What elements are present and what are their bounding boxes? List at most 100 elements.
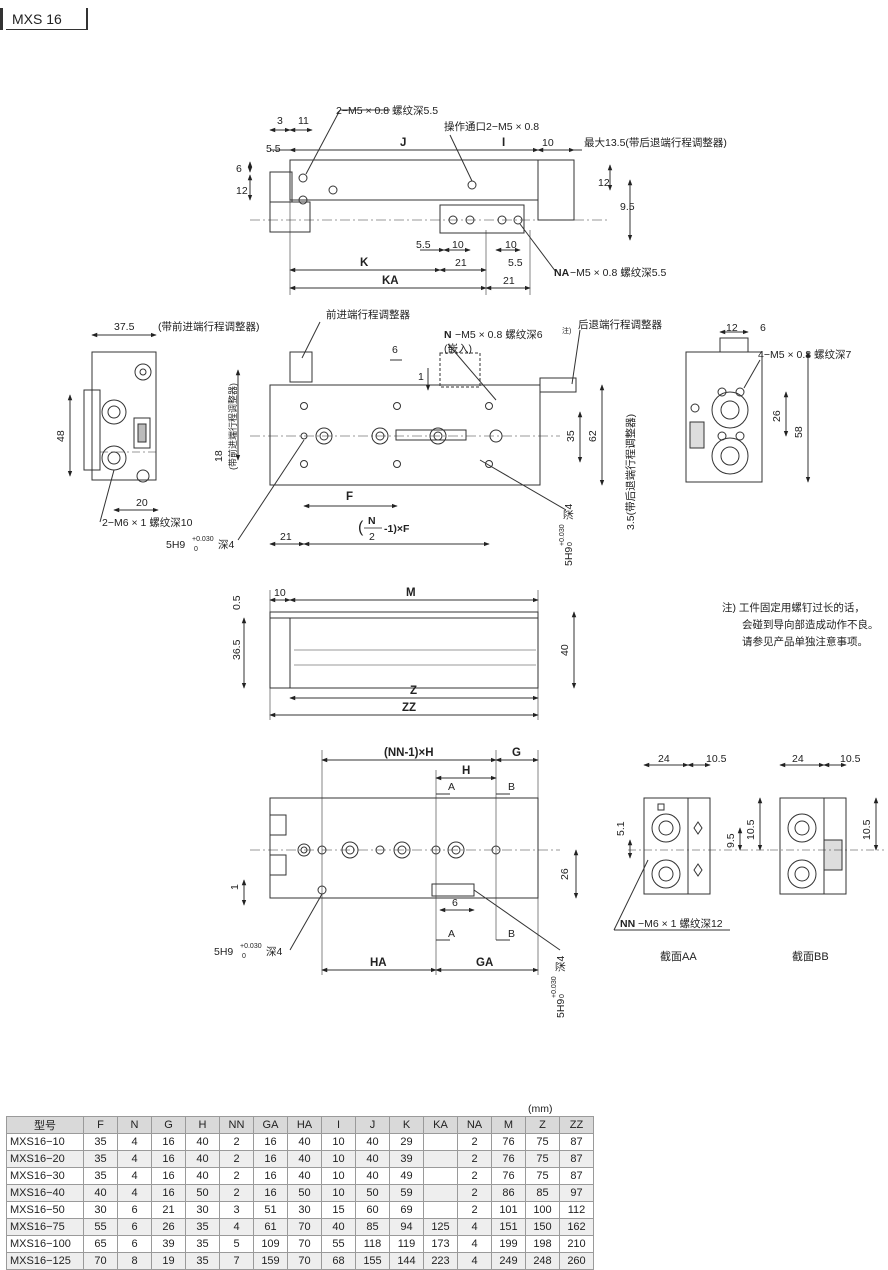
table-cell: 85 — [525, 1184, 560, 1202]
table-cell: 40 — [355, 1150, 390, 1168]
table-cell: 86 — [491, 1184, 526, 1202]
table-cell: 10 — [321, 1167, 356, 1185]
table-cell: 50 — [185, 1184, 220, 1202]
svg-text:2−M6 × 1 螺纹深10: 2−M6 × 1 螺纹深10 — [102, 516, 193, 529]
note-line: 注) 工件固定用螺钉过长的话， — [722, 602, 865, 614]
svg-text:Z: Z — [410, 685, 417, 697]
svg-text:注): 注) — [562, 326, 571, 335]
side-view-labels: 0.5 10 M 36.5 40 Z ZZ — [231, 587, 571, 714]
svg-text:最大13.5(带后退端行程调整器): 最大13.5(带后退端行程调整器) — [584, 136, 727, 149]
svg-text:62: 62 — [587, 430, 599, 442]
svg-text:0: 0 — [242, 953, 246, 960]
table-cell: 30 — [287, 1201, 322, 1219]
table-cell: 2 — [457, 1184, 492, 1202]
svg-text:ZZ: ZZ — [402, 702, 416, 714]
table-cell: 26 — [151, 1218, 186, 1236]
table-cell: 2 — [457, 1167, 492, 1185]
table-cell: 35 — [185, 1252, 220, 1270]
table-cell: 40 — [185, 1150, 220, 1168]
col-header: I — [321, 1116, 356, 1134]
table-cell — [423, 1150, 458, 1168]
table-cell: 2 — [457, 1150, 492, 1168]
svg-text:36.5: 36.5 — [231, 639, 243, 660]
table-cell: 249 — [491, 1252, 526, 1270]
svg-text:1: 1 — [418, 371, 424, 383]
svg-text:操作通口2−M5 × 0.8: 操作通口2−M5 × 0.8 — [444, 120, 539, 133]
table-cell: 59 — [389, 1184, 424, 1202]
table-cell: 4 — [219, 1218, 254, 1236]
table-cell: 144 — [389, 1252, 424, 1270]
table-cell: 50 — [355, 1184, 390, 1202]
model-cell: MXS16−125 — [6, 1252, 84, 1270]
table-cell: 61 — [253, 1218, 288, 1236]
section-aa — [613, 762, 770, 931]
svg-text:5H9: 5H9 — [214, 946, 233, 958]
table-cell: 65 — [83, 1235, 118, 1253]
table-cell: 40 — [185, 1167, 220, 1185]
table-cell: 260 — [559, 1252, 594, 1270]
table-cell: 7 — [219, 1252, 254, 1270]
table-cell: 5 — [219, 1235, 254, 1253]
table-cell — [423, 1167, 458, 1185]
svg-text:H: H — [462, 765, 470, 777]
svg-text:26: 26 — [771, 410, 783, 422]
svg-text:6: 6 — [236, 163, 242, 175]
table-cell: 97 — [559, 1184, 594, 1202]
col-header: N — [117, 1116, 152, 1134]
table-cell: 40 — [83, 1184, 118, 1202]
table-cell: 49 — [389, 1167, 424, 1185]
dimension-table: 型号 F N G H NN GA HA I J K KA NA M Z ZZ M… — [6, 1116, 594, 1270]
svg-text:5H9: 5H9 — [166, 539, 185, 551]
svg-text:10.5: 10.5 — [861, 819, 873, 840]
table-cell: 55 — [321, 1235, 356, 1253]
port-hole — [467, 180, 477, 190]
table-cell: 75 — [525, 1167, 560, 1185]
svg-text:(嵌入): (嵌入) — [444, 343, 472, 355]
table-cell: 70 — [287, 1235, 322, 1253]
svg-text:21: 21 — [280, 531, 292, 543]
svg-text:2−M5 × 0.8 螺纹深5.5: 2−M5 × 0.8 螺纹深5.5 — [336, 104, 438, 117]
table-cell: 2 — [219, 1133, 254, 1151]
svg-text:58: 58 — [793, 426, 805, 438]
svg-text:G: G — [512, 747, 521, 759]
svg-text:18: 18 — [213, 450, 225, 462]
top-left-block — [269, 171, 293, 203]
svg-text:9.5: 9.5 — [620, 201, 635, 213]
svg-text:前进端行程调整器: 前进端行程调整器 — [326, 308, 410, 321]
svg-text:10.5: 10.5 — [745, 819, 757, 840]
top-end-block — [537, 159, 575, 221]
svg-text:11: 11 — [298, 115, 309, 127]
table-cell: 199 — [491, 1235, 526, 1253]
table-cell: 4 — [117, 1167, 152, 1185]
table-cell: 40 — [355, 1133, 390, 1151]
svg-text:10.5: 10.5 — [706, 753, 727, 765]
col-header: Z — [525, 1116, 560, 1134]
svg-text:深4: 深4 — [266, 946, 282, 958]
svg-text:0: 0 — [194, 546, 198, 553]
svg-text:4−M5 × 0.8 螺纹深7: 4−M5 × 0.8 螺纹深7 — [758, 348, 852, 361]
table-cell: 29 — [389, 1133, 424, 1151]
top-hole — [298, 173, 308, 183]
table-cell: 16 — [253, 1184, 288, 1202]
svg-text:B: B — [508, 781, 515, 793]
table-cell: 40 — [287, 1167, 322, 1185]
table-cell: 223 — [423, 1252, 458, 1270]
svg-text:9.5: 9.5 — [725, 833, 737, 848]
table-cell: 4 — [117, 1150, 152, 1168]
svg-text:21: 21 — [503, 275, 515, 287]
col-header: KA — [423, 1116, 458, 1134]
table-cell: 16 — [151, 1167, 186, 1185]
table-cell: 40 — [355, 1167, 390, 1185]
svg-text:5H9: 5H9 — [563, 547, 575, 566]
table-cell: 2 — [219, 1184, 254, 1202]
svg-text:10: 10 — [452, 239, 464, 251]
svg-text:+0.030: +0.030 — [551, 976, 558, 998]
table-cell: 75 — [525, 1133, 560, 1151]
svg-text:2: 2 — [369, 531, 375, 543]
model-tab: MXS 16 — [0, 8, 88, 30]
table-cell: 69 — [389, 1201, 424, 1219]
